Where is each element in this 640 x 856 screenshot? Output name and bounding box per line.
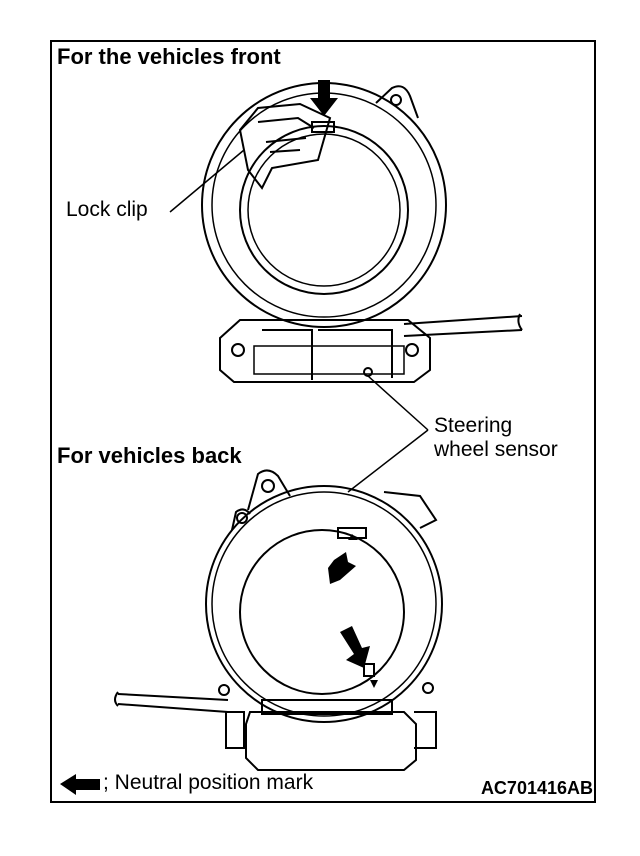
sensor-label-line-2: wheel sensor <box>434 438 558 461</box>
back-view <box>114 469 443 771</box>
front-view-title: For the vehicles front <box>57 44 281 69</box>
front-inner-bore <box>239 125 409 295</box>
front-connector-housing <box>219 319 431 383</box>
lock-clip-leader <box>169 149 245 213</box>
down-arrow-icon <box>310 80 338 116</box>
down-arrow-icon <box>340 626 370 668</box>
up-arrow-icon <box>328 552 356 584</box>
figure-frame <box>50 40 596 803</box>
lock-clip <box>238 102 332 190</box>
front-outer-ring <box>201 82 447 328</box>
back-view-title: For vehicles back <box>57 443 242 468</box>
back-inner-bore <box>239 529 405 695</box>
back-outer-ring <box>205 485 443 723</box>
left-arrow-icon <box>60 774 100 795</box>
lock-clip-label: Lock clip <box>66 198 148 221</box>
legend-text: ; Neutral position mark <box>103 771 314 794</box>
figure-code: AC701416AB <box>480 778 593 798</box>
back-connector-housing <box>245 711 417 771</box>
sensor-label-line-1: Steering <box>434 414 513 437</box>
steering-wheel-sensor-label: Steering wheel sensor <box>434 414 558 462</box>
